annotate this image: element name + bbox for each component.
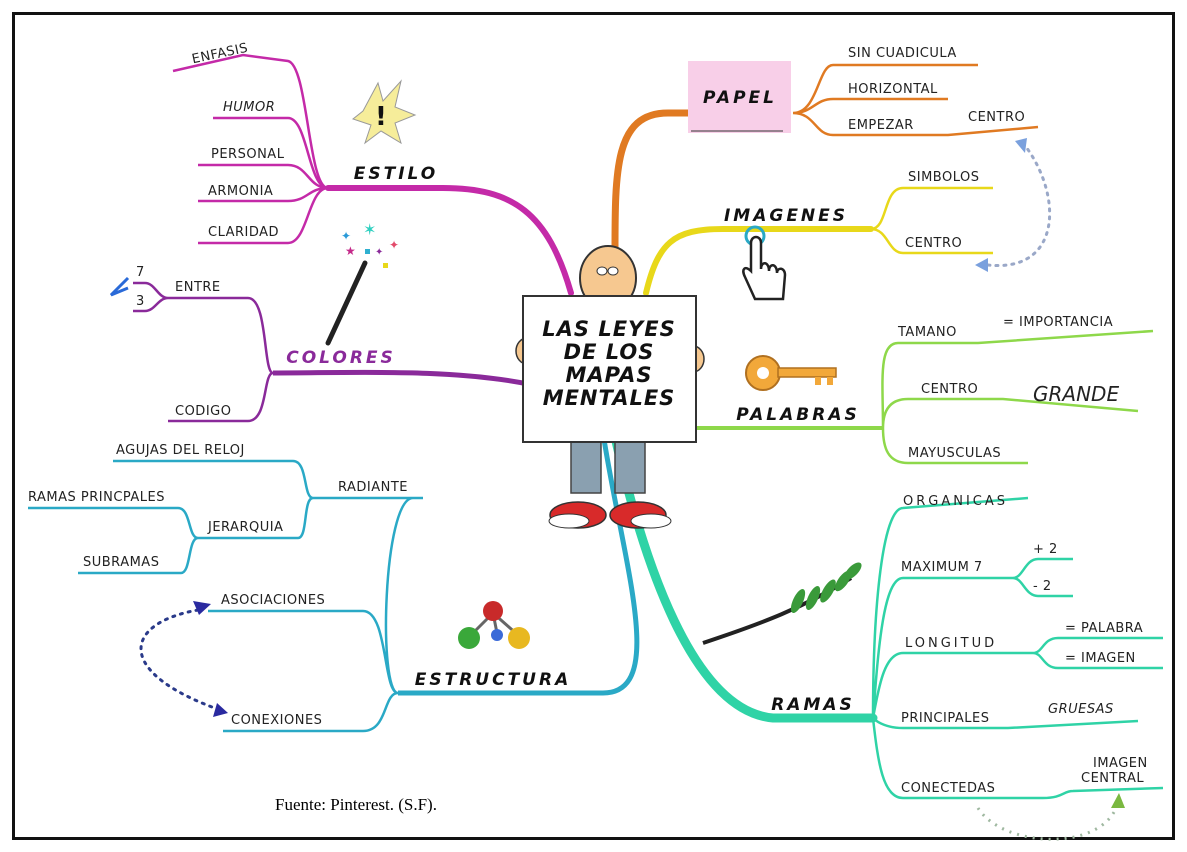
papel-item-sin-cuadicula: SIN CUADICULA: [848, 46, 957, 61]
ramas-item-organicas: ORGANICAS: [903, 494, 1008, 509]
imagenes-item-centro: CENTRO: [905, 236, 962, 251]
papel-sub-branches: [792, 63, 1039, 137]
palabras-item-grande: GRANDE: [1033, 382, 1119, 406]
mind-map: ! ✦ ✶ ★ ✦ ✦: [28, 41, 1164, 841]
estructura-item-asociaciones: ASOCIACIONES: [221, 593, 325, 608]
center-line-1: LAS LEYES: [542, 317, 675, 341]
center-line-4: MENTALES: [543, 386, 676, 410]
estructura-sub-branches: [28, 459, 423, 733]
svg-text:!: !: [375, 102, 387, 132]
arrowhead-up-green: [1111, 793, 1125, 808]
arrow-back-icon: [109, 276, 130, 297]
estilo-item-enfasis: ENFASIS: [191, 41, 250, 68]
palabras-item-tamano: TAMANO: [897, 325, 957, 340]
estructura-title: ESTRUCTURA: [415, 670, 571, 690]
ramas-item-plus-2: + 2: [1033, 542, 1058, 557]
ramas-item-palabra: = PALABRA: [1065, 621, 1143, 636]
center-line-2: DE LOS: [564, 340, 655, 364]
palabras-item-importancia: = IMPORTANCIA: [1003, 315, 1113, 330]
palabras-title: PALABRAS: [736, 405, 860, 425]
estilo-item-armonia: ARMONIA: [208, 184, 273, 199]
ramas-item-maximum: MAXIMUM 7: [901, 560, 983, 575]
central-character: [515, 245, 705, 529]
magic-wand-icon: ✦ ✶ ★ ✦ ✦: [325, 220, 399, 346]
svg-text:★: ★: [345, 244, 356, 258]
papel-branch: [611, 109, 697, 269]
ramas-item-imagen-top: IMAGEN: [1093, 756, 1148, 771]
arrowhead-left: [975, 258, 988, 272]
svg-text:✦: ✦: [375, 247, 383, 258]
colores-sub-branches: [133, 281, 274, 423]
estructura-item-ramas-principales: RAMAS PRINCPALES: [28, 490, 165, 505]
svg-text:✦: ✦: [341, 229, 351, 243]
estilo-title: ESTILO: [354, 164, 438, 184]
palabras-sub-branches: [881, 329, 1154, 465]
dotted-link-conectedas: [976, 802, 1120, 841]
central-sign: [522, 295, 697, 443]
ramas-item-minus-2: - 2: [1033, 579, 1052, 594]
source-caption: Fuente: Pinterest. (S.F).: [275, 795, 437, 814]
center-line-3: MAPAS: [566, 363, 653, 387]
ramas-item-conectedas: CONECTEDAS: [901, 781, 995, 796]
palabras-item-centro: CENTRO: [921, 382, 978, 397]
ramas-sub-branches: [871, 496, 1164, 800]
imagenes-title: IMAGENES: [724, 206, 848, 226]
imagenes-sub-branches: [870, 186, 993, 255]
estilo-item-claridad: CLARIDAD: [208, 225, 279, 240]
estructura-item-conexiones: CONEXIONES: [231, 713, 322, 728]
estructura-item-agujas: AGUJAS DEL RELOJ: [116, 443, 245, 458]
estructura-branch: [398, 432, 640, 696]
estilo-branch: [325, 185, 574, 296]
estilo-sub-branches: [172, 53, 329, 245]
colores-item-7: 7: [136, 265, 145, 280]
colores-item-3: 3: [136, 294, 145, 309]
colores-item-entre: ENTRE: [175, 280, 221, 295]
colores-item-codigo: CODIGO: [175, 404, 231, 419]
exclamation-star-icon: !: [351, 79, 417, 145]
arrowhead-right: [193, 601, 211, 615]
key-icon: [745, 355, 837, 391]
arrowhead-right-2: [213, 703, 228, 717]
ramas-item-gruesas: GRUESAS: [1048, 702, 1114, 717]
arrowhead-up: [1015, 138, 1027, 153]
imagenes-branch: [643, 226, 874, 296]
papel-item-empezar: EMPEZAR: [848, 118, 914, 133]
svg-text:✶: ✶: [363, 220, 376, 239]
estructura-item-radiante: RADIANTE: [338, 480, 408, 495]
figure-frame: ! ✦ ✶ ★ ✦ ✦: [12, 12, 1175, 841]
ramas-item-longitud: LONGITUD: [905, 636, 997, 651]
ramas-item-principales: PRINCIPALES: [901, 711, 989, 726]
papel-item-horizontal: HORIZONTAL: [848, 82, 938, 97]
paper-icon: [688, 61, 791, 133]
ramas-item-imagen: = IMAGEN: [1065, 651, 1136, 666]
colores-branch: [272, 369, 534, 388]
dotted-link-papel-imagenes: [986, 141, 1052, 267]
papel-item-centro: CENTRO: [968, 110, 1025, 125]
leaf-branch-icon: [702, 562, 862, 645]
estructura-item-jerarquia: JERARQUIA: [207, 520, 283, 535]
dotted-link-asociaciones-conexiones: [139, 608, 225, 713]
estilo-item-personal: PERSONAL: [211, 147, 285, 162]
estilo-item-humor: HUMOR: [223, 100, 275, 115]
svg-text:✦: ✦: [389, 238, 399, 252]
ramas-branch: [608, 423, 878, 723]
imagenes-item-simbolos: SIMBOLOS: [908, 170, 980, 185]
molecule-icon: [458, 601, 530, 649]
colores-title: COLORES: [286, 348, 396, 368]
ramas-item-central: CENTRAL: [1081, 771, 1144, 786]
ramas-title: RAMAS: [771, 695, 855, 715]
papel-title: PAPEL: [703, 88, 777, 108]
palabras-item-mayusculas: MAYUSCULAS: [908, 446, 1001, 461]
hand-pointer-icon: [742, 225, 787, 301]
estructura-item-subramas: SUBRAMAS: [83, 555, 159, 570]
